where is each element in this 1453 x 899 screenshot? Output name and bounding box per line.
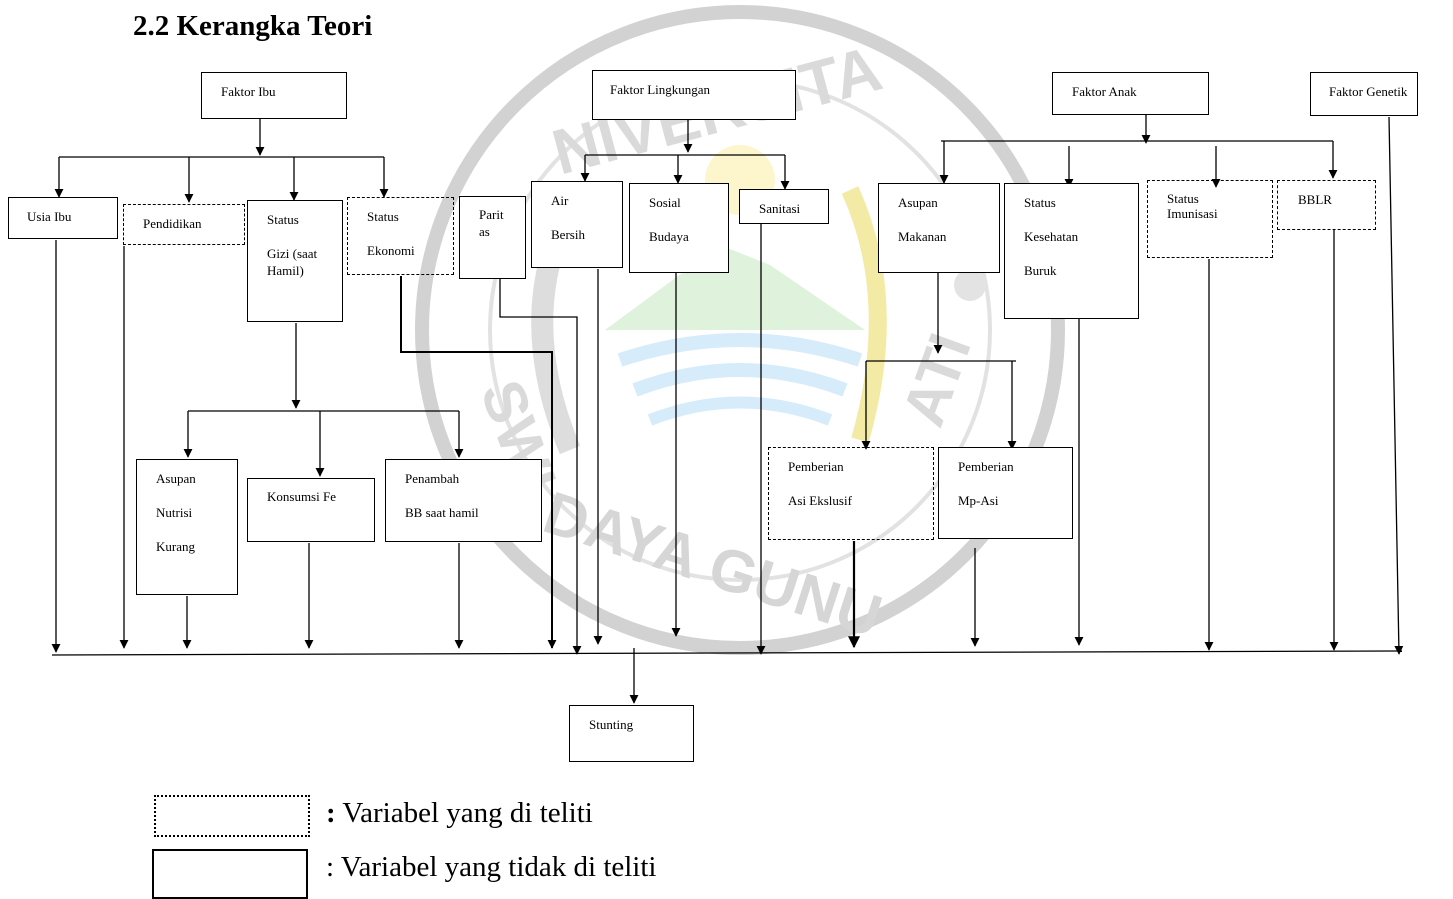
node-penambah-bb: Penambah BB saat hamil <box>385 459 542 542</box>
node-faktor-ibu-label: Faktor Ibu <box>221 84 276 99</box>
node-asupan-makanan: Asupan Makanan <box>878 183 1000 273</box>
node-pendidikan-label: Pendidikan <box>143 216 202 231</box>
node-faktor-anak: Faktor Anak <box>1052 72 1209 115</box>
node-status-ekonomi: Status Ekonomi <box>347 197 454 275</box>
node-pemberian-asi: Pemberian Asi Ekslusif <box>768 447 934 540</box>
node-pemberian-mpasi-label: Pemberian Mp-Asi <box>958 459 1014 508</box>
node-paritas: Parit as <box>459 196 526 279</box>
node-bblr: BBLR <box>1277 180 1376 230</box>
node-faktor-anak-label: Faktor Anak <box>1072 84 1137 99</box>
node-stunting-label: Stunting <box>589 717 634 732</box>
node-air-bersih: Air Bersih <box>531 181 623 268</box>
node-bblr-label: BBLR <box>1298 192 1332 207</box>
node-sosial-budaya-label: Sosial Budaya <box>649 195 689 244</box>
legend-solid-swatch <box>152 849 308 899</box>
node-faktor-lingkungan: Faktor Lingkungan <box>592 70 796 120</box>
node-faktor-ibu: Faktor Ibu <box>201 72 347 119</box>
node-pemberian-asi-label: Pemberian Asi Ekslusif <box>788 459 852 508</box>
legend-not-studied-text: : Variabel yang tidak di teliti <box>326 851 657 883</box>
section-heading: 2.2 Kerangka Teori <box>133 10 373 42</box>
node-air-bersih-label: Air Bersih <box>551 193 585 242</box>
node-status-gizi-label: Status Gizi (saat Hamil) <box>267 212 318 278</box>
node-faktor-genetik-label: Faktor Genetik <box>1329 84 1408 99</box>
node-faktor-lingkungan-label: Faktor Lingkungan <box>610 82 711 97</box>
node-konsumsi-fe: Konsumsi Fe <box>247 478 375 542</box>
node-penambah-bb-label: Penambah BB saat hamil <box>405 471 479 520</box>
node-pendidikan: Pendidikan <box>123 204 245 245</box>
node-status-kesehatan-label: Status Kesehatan Buruk <box>1024 195 1079 278</box>
node-status-ekonomi-label: Status Ekonomi <box>367 209 415 258</box>
node-pemberian-mpasi: Pemberian Mp-Asi <box>938 447 1073 539</box>
drop-paritas <box>499 279 582 655</box>
node-sosial-budaya: Sosial Budaya <box>629 183 729 273</box>
node-usia-ibu-label: Usia Ibu <box>27 209 72 224</box>
drop-status-ekonomi <box>400 276 557 649</box>
node-konsumsi-fe-label: Konsumsi Fe <box>267 489 336 504</box>
legend-studied-text: Variabel yang di teliti <box>335 797 593 829</box>
node-paritas-label: Parit as <box>479 207 504 239</box>
node-usia-ibu: Usia Ibu <box>8 197 118 239</box>
drop-faktor-genetik <box>1388 116 1404 655</box>
node-faktor-genetik: Faktor Genetik <box>1310 72 1418 116</box>
node-sanitasi: Sanitasi <box>739 189 829 224</box>
legend-studied-label: : Variabel yang di teliti <box>326 797 593 829</box>
node-status-imunisasi: Status Imunisasi <box>1147 180 1273 258</box>
node-asupan-nutrisi: Asupan Nutrisi Kurang <box>136 459 238 595</box>
node-asupan-nutrisi-label: Asupan Nutrisi Kurang <box>156 471 196 554</box>
node-asupan-makanan-label: Asupan Makanan <box>898 195 947 244</box>
node-sanitasi-label: Sanitasi <box>759 201 801 216</box>
baseline-line <box>51 650 1403 656</box>
node-status-kesehatan: Status Kesehatan Buruk <box>1004 183 1139 319</box>
node-stunting: Stunting <box>569 705 694 762</box>
node-status-gizi: Status Gizi (saat Hamil) <box>247 200 343 322</box>
legend-dotted-swatch <box>154 795 310 837</box>
node-status-imunisasi-label: Status Imunisasi <box>1167 191 1218 221</box>
